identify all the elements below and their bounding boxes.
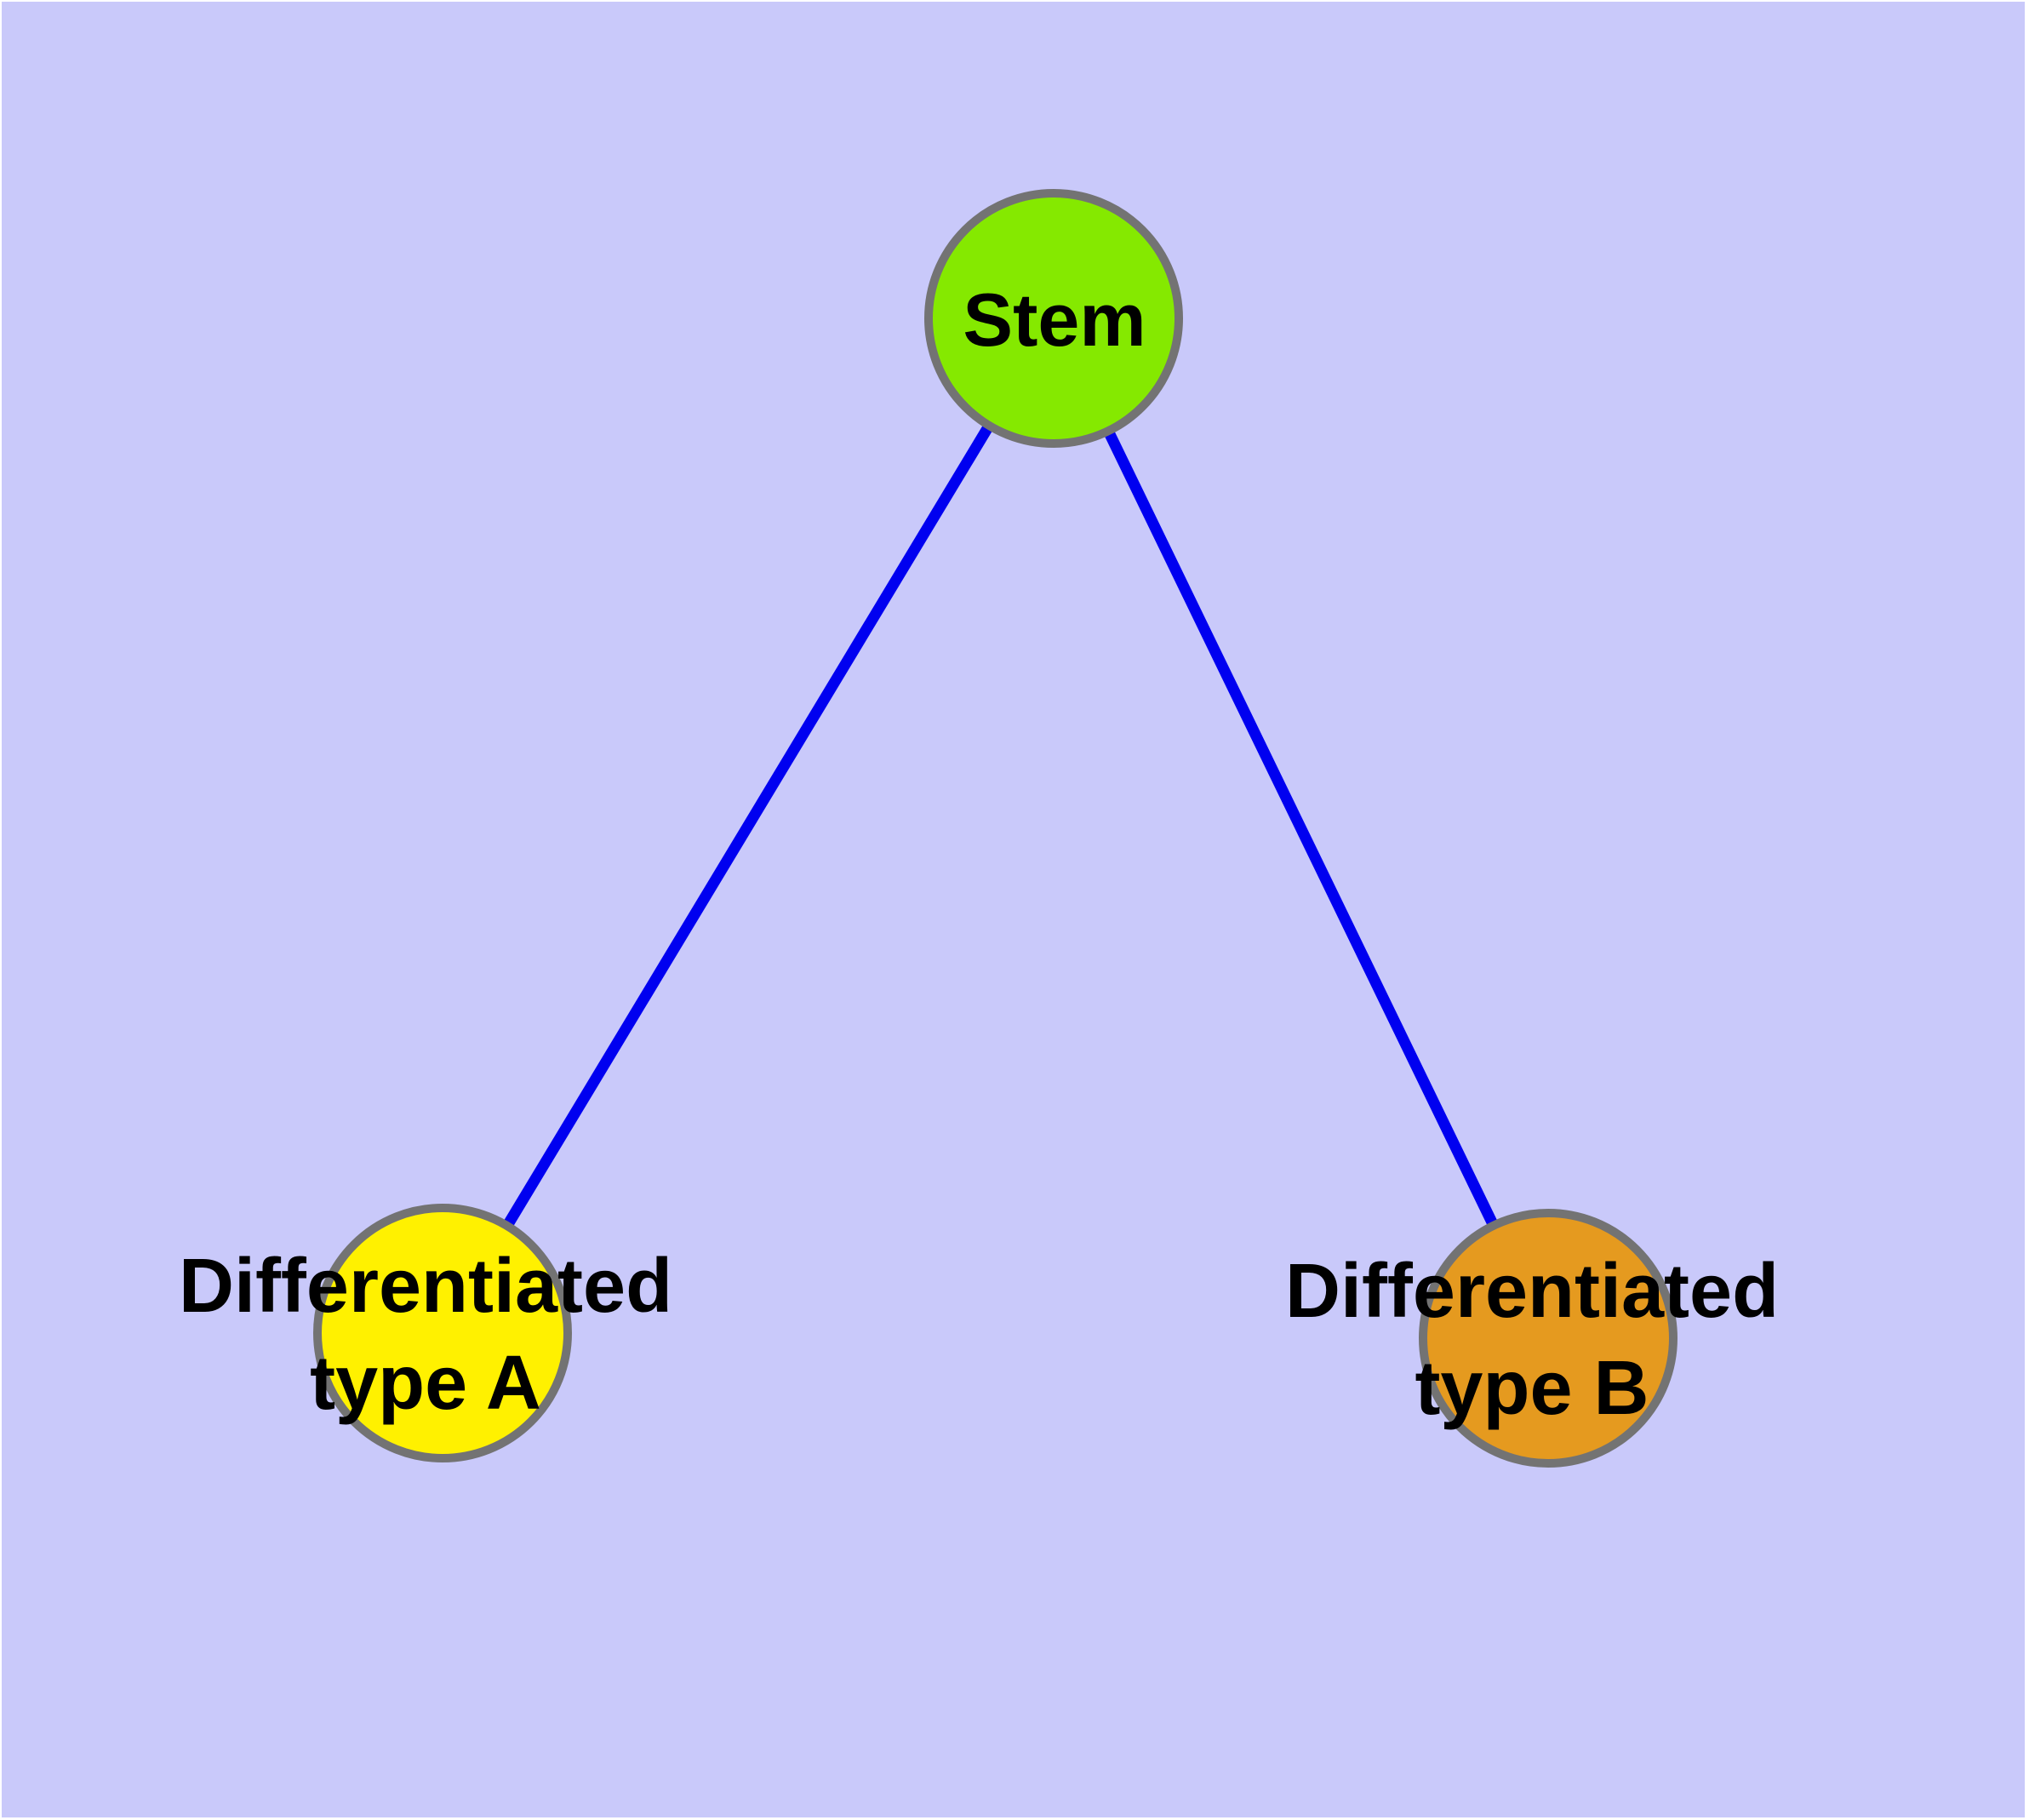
node-differentiated-type-a-label: Differentiated type A [179,1238,672,1432]
node-stem-label: Stem [963,278,1146,362]
node-differentiated-type-a-label-line1: Differentiated [178,1244,673,1329]
node-stem [924,189,1183,448]
edge-stem-to-type-b [1049,316,1553,1341]
edge-stem-to-type-a [437,315,1059,1336]
node-differentiated-type-b-label: Differentiated type B [1285,1243,1779,1437]
node-differentiated-type-b-label-line2: type B [1415,1346,1649,1431]
node-differentiated-type-b [1419,1209,1677,1468]
node-differentiated-type-a-label-line2: type A [310,1341,541,1426]
node-differentiated-type-a [313,1204,572,1462]
node-differentiated-type-b-label-line1: Differentiated [1284,1249,1780,1334]
